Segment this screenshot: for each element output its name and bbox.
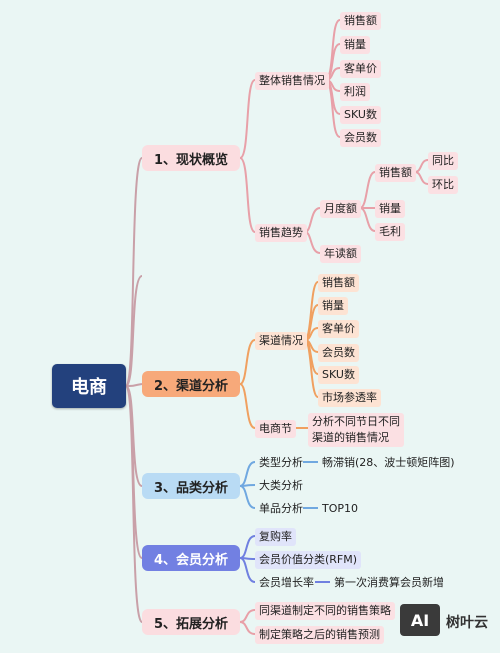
member-value-node[interactable]: 会员价值分类(RFM) — [255, 551, 362, 569]
large-category-node[interactable]: 大类分析 — [259, 479, 303, 492]
overall-item-volume[interactable]: 销量 — [340, 36, 370, 54]
monthly-volume-node[interactable]: 销量 — [375, 200, 405, 218]
channel-item-penetration[interactable]: 市场参透率 — [318, 389, 381, 407]
sales-trend-node[interactable]: 销售趋势 — [255, 224, 307, 242]
channel-item-members[interactable]: 会员数 — [318, 344, 359, 362]
branch-category-analysis[interactable]: 3、品类分析 — [142, 473, 240, 499]
channel-item-aov[interactable]: 客单价 — [318, 320, 359, 338]
mom-node[interactable]: 环比 — [428, 176, 458, 194]
monthly-margin-node[interactable]: 毛利 — [375, 223, 405, 241]
channel-status-node[interactable]: 渠道情况 — [255, 332, 307, 350]
festival-desc: 分析不同节日不同 渠道的销售情况 — [308, 413, 404, 447]
repurchase-rate-node[interactable]: 复购率 — [255, 528, 296, 546]
member-growth-desc: 第一次消费算会员新增 — [334, 576, 444, 589]
member-growth-node[interactable]: 会员增长率 — [259, 576, 314, 589]
brand-logo-icon: AI — [400, 604, 440, 636]
channel-item-sku[interactable]: SKU数 — [318, 366, 359, 384]
single-item-node[interactable]: 单品分析 — [259, 502, 303, 515]
branch-extension-analysis[interactable]: 5、拓展分析 — [142, 609, 240, 635]
overall-item-sales[interactable]: 销售额 — [340, 12, 381, 30]
branch-status-overview[interactable]: 1、现状概览 — [142, 145, 240, 171]
extension-item-strategy[interactable]: 同渠道制定不同的销售策略 — [255, 602, 395, 620]
extension-item-forecast[interactable]: 制定策略之后的销售预测 — [255, 626, 384, 644]
overall-item-aov[interactable]: 客单价 — [340, 60, 381, 78]
brand-name: 树叶云 — [446, 615, 488, 631]
branch-member-analysis[interactable]: 4、会员分析 — [142, 545, 240, 571]
type-analysis-desc: 畅滞销(28、波士顿矩阵图) — [322, 456, 455, 469]
single-item-desc: TOP10 — [322, 502, 359, 515]
type-analysis-node[interactable]: 类型分析 — [259, 456, 303, 469]
channel-item-volume[interactable]: 销量 — [318, 297, 348, 315]
monthly-sales-node[interactable]: 销售额 — [375, 164, 416, 182]
overall-item-profit[interactable]: 利润 — [340, 83, 370, 101]
yearly-node[interactable]: 年读额 — [320, 245, 361, 263]
channel-item-sales[interactable]: 销售额 — [318, 274, 359, 292]
branch-channel-analysis[interactable]: 2、渠道分析 — [142, 371, 240, 397]
monthly-node[interactable]: 月度额 — [320, 200, 361, 218]
overall-sales-node[interactable]: 整体销售情况 — [255, 72, 329, 90]
root-node[interactable]: 电商 — [52, 364, 126, 408]
festival-node[interactable]: 电商节 — [255, 420, 296, 438]
overall-item-members[interactable]: 会员数 — [340, 129, 381, 147]
overall-item-sku[interactable]: SKU数 — [340, 106, 381, 124]
yoy-node[interactable]: 同比 — [428, 152, 458, 170]
